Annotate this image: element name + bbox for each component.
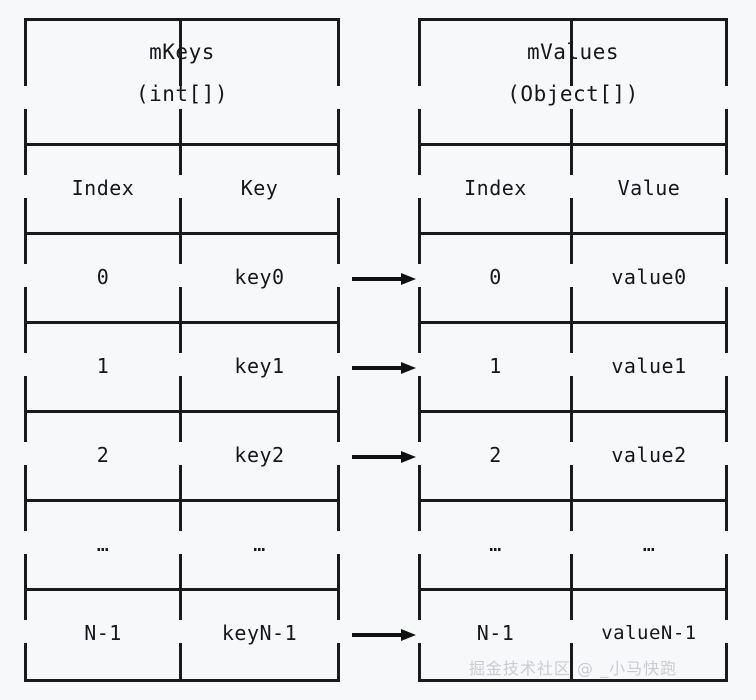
mvalues-rule-row3: [418, 588, 728, 591]
mvalues-rule-top: [418, 18, 728, 21]
arrow-shaft: [352, 277, 402, 281]
mkeys-rule-row2: [24, 499, 340, 502]
mvalues-rule-row0: [418, 321, 728, 324]
mvalues-row3-value: …: [642, 532, 656, 556]
mvalues-title-line2: (Object[]): [507, 82, 639, 106]
arrow-head: [401, 273, 416, 285]
mvalues-rule-bottom: [418, 679, 728, 682]
connector-arrow-row4: [352, 629, 416, 641]
mkeys-row1-key: key1: [234, 354, 285, 378]
connector-arrow-row2: [352, 451, 416, 463]
mkeys-rule-row0: [24, 321, 340, 324]
mvalues-row4-value: valueN-1: [601, 622, 697, 644]
mvalues-col-header-value: Value: [617, 176, 681, 200]
mvalues-column-divider: [570, 18, 573, 682]
connector-arrow-row0: [352, 273, 416, 285]
arrow-shaft: [352, 455, 402, 459]
mkeys-column-divider: [179, 18, 182, 682]
mkeys-right-border: [337, 18, 340, 682]
mvalues-row4-index: N-1: [476, 621, 515, 645]
mvalues-title-line1: mValues: [526, 40, 619, 64]
mvalues-rule-columns: [418, 232, 728, 235]
mvalues-row2-value: value2: [611, 443, 687, 467]
mkeys-rule-top: [24, 18, 340, 21]
connector-arrow-row1: [352, 362, 416, 374]
arrow-shaft: [352, 633, 402, 637]
mkeys-rule-header: [24, 143, 340, 146]
arrow-head: [401, 362, 416, 374]
arrow-shaft: [352, 366, 402, 370]
mkeys-row2-key: key2: [234, 443, 285, 467]
mvalues-col-header-index: Index: [464, 176, 527, 200]
mkeys-row2-index: 2: [96, 443, 110, 467]
mkeys-row0-index: 0: [96, 265, 110, 289]
mvalues-left-border: [418, 18, 421, 682]
mvalues-rule-row1: [418, 410, 728, 413]
arrow-head: [401, 451, 416, 463]
mkeys-row0-key: key0: [234, 265, 285, 289]
mkeys-row4-key: keyN-1: [221, 621, 298, 645]
mkeys-col-header-index: Index: [71, 176, 135, 200]
mvalues-row3-index: …: [489, 532, 502, 556]
mkeys-row3-key: …: [253, 532, 266, 556]
mvalues-rule-row2: [418, 499, 728, 502]
mkeys-title-line2: (int[]): [135, 82, 228, 106]
mkeys-rule-bottom: [24, 679, 340, 682]
mvalues-row1-index: 1: [489, 354, 502, 378]
mkeys-row1-index: 1: [96, 354, 110, 378]
arrow-head: [401, 629, 416, 641]
mkeys-col-header-key: Key: [240, 176, 279, 200]
mvalues-row1-value: value1: [611, 354, 687, 378]
mkeys-rule-row1: [24, 410, 340, 413]
mkeys-rule-columns: [24, 232, 340, 235]
mvalues-rule-header: [418, 143, 728, 146]
mkeys-row4-index: N-1: [84, 621, 122, 645]
mkeys-left-border: [24, 18, 27, 682]
mvalues-row0-value: value0: [611, 265, 687, 289]
mvalues-row2-index: 2: [489, 443, 502, 467]
table-mvalues: mValues (Object[]) Index Value 0 value0 …: [418, 18, 728, 682]
mkeys-title-line1: mKeys: [149, 40, 215, 64]
table-mkeys: mKeys (int[]) Index Key 0 key0 1 key1 2 …: [24, 18, 340, 682]
mkeys-row3-index: …: [96, 532, 110, 556]
mvalues-right-border: [725, 18, 728, 682]
mkeys-rule-row3: [24, 588, 340, 591]
mvalues-row0-index: 0: [489, 265, 502, 289]
